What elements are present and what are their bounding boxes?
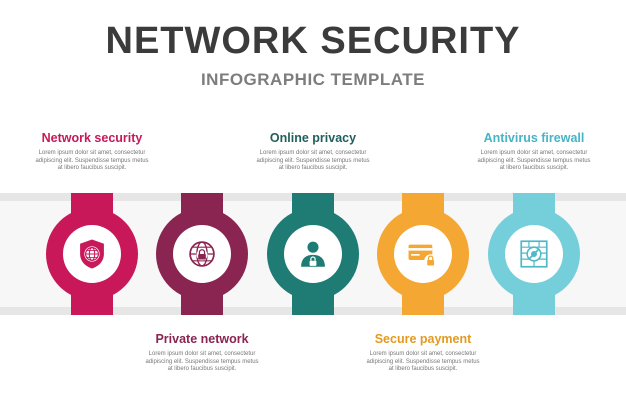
step-2-desc-line-2: adipiscing elit. Suspendisse tempus metu… — [145, 358, 259, 365]
user-lock-icon — [301, 241, 325, 267]
step-5-title: Antivirus firewall — [483, 131, 585, 145]
credit-card-lock-icon — [408, 244, 438, 268]
page-subtitle: INFOGRAPHIC TEMPLATE — [200, 70, 426, 89]
firewall-virus-icon — [520, 240, 548, 268]
step-5-desc-line-2: adipiscing elit. Suspendisse tempus metu… — [477, 157, 591, 164]
step-1-desc-line-2: adipiscing elit. Suspendisse tempus metu… — [35, 157, 149, 164]
step-1-title: Network security — [41, 131, 143, 145]
step-4-desc-line-2: adipiscing elit. Suspendisse tempus metu… — [366, 358, 480, 365]
step-3-desc-line-3: at libero faucibus suscipit. — [278, 165, 348, 171]
step-2-circle — [156, 208, 248, 300]
step-1-icon-holder — [63, 225, 121, 283]
step-3-icon-holder — [284, 225, 342, 283]
step-2-text: Private network Lorem ipsum dolor sit am… — [127, 332, 277, 374]
step-2-title: Private network — [155, 332, 249, 346]
step-1-desc-line-1: Lorem ipsum dolor sit amet, consectetur — [38, 150, 146, 156]
step-3-desc-line-1: Lorem ipsum dolor sit amet, consectetur — [259, 150, 367, 156]
step-2-desc-line-1: Lorem ipsum dolor sit amet, consectetur — [148, 351, 256, 357]
step-3-text: Online privacy Lorem ipsum dolor sit ame… — [238, 131, 388, 173]
page-title: NETWORK SECURITY — [105, 20, 521, 62]
step-1-text: Network security Lorem ipsum dolor sit a… — [17, 131, 167, 173]
step-5-desc-line-1: Lorem ipsum dolor sit amet, consectetur — [480, 150, 588, 156]
step-1-circle — [46, 208, 138, 300]
step-5-desc-line-3: at libero faucibus suscipit. — [499, 165, 569, 171]
step-5-circle — [488, 208, 580, 300]
globe-lock-icon — [189, 241, 215, 267]
step-5-icon-holder — [505, 225, 563, 283]
step-1-desc-line-3: at libero faucibus suscipit. — [57, 165, 127, 171]
step-4-text: Secure payment Lorem ipsum dolor sit ame… — [348, 332, 498, 374]
step-3-desc-line-2: adipiscing elit. Suspendisse tempus metu… — [256, 157, 370, 164]
step-4-circle — [377, 208, 469, 300]
shield-globe-icon — [80, 239, 104, 269]
step-4-desc-line-1: Lorem ipsum dolor sit amet, consectetur — [369, 351, 477, 357]
step-4-icon-holder — [394, 225, 452, 283]
step-3-title: Online privacy — [269, 131, 357, 145]
step-2-desc-line-3: at libero faucibus suscipit. — [167, 366, 237, 372]
step-4-desc-line-3: at libero faucibus suscipit. — [388, 366, 458, 372]
step-3-circle — [267, 208, 359, 300]
step-4-title: Secure payment — [374, 332, 472, 346]
step-2-icon-holder — [173, 225, 231, 283]
step-5-text: Antivirus firewall Lorem ipsum dolor sit… — [459, 131, 609, 173]
